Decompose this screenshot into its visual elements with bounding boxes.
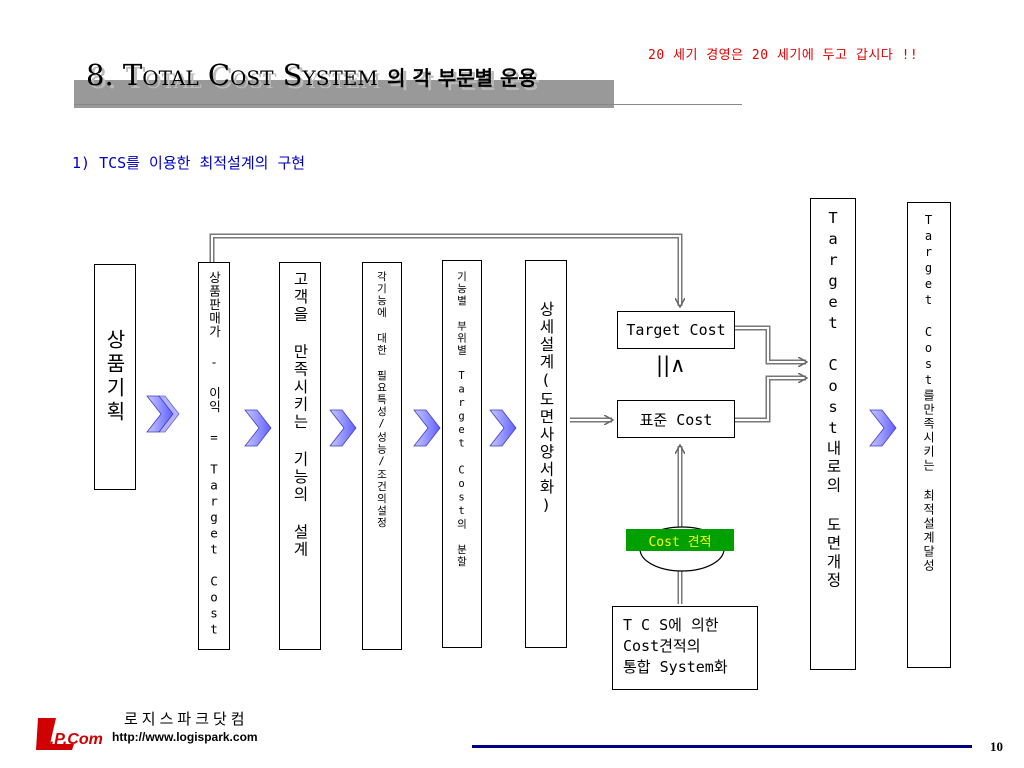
box-function-design-label: 고객을 만족시키는 기능의 설계 [291, 271, 309, 559]
title-suffix: 의 각 부문별 운용 [387, 66, 537, 90]
box-detailed-design: 상세설계(도면사양서화) [525, 260, 567, 648]
chevron-arrow-icon [869, 409, 897, 447]
chevron-arrow-icon [489, 409, 517, 447]
tagline: 20 세기 경영은 20 세기에 두고 갑시다 !! [648, 48, 919, 63]
chevron-arrow-icon [244, 409, 272, 447]
tcs-line-2: Cost견적의 [623, 637, 701, 655]
tcs-line-3: 통합 System화 [623, 658, 728, 676]
box-requirement-setting: 각기능에 대한 필요특성/성능/조건의설정 [362, 262, 402, 650]
title-bar [74, 80, 614, 108]
chevron-arrow-icon [413, 409, 441, 447]
logo-text: L.P.Com [40, 731, 103, 748]
company-url[interactable]: http://www.logispark.com [112, 730, 258, 744]
box-product-planning-label: 상품기획 [102, 329, 127, 425]
title-divider [74, 104, 742, 105]
company-logo: L.P.Com [34, 716, 124, 754]
page-number: 10 [990, 739, 1003, 754]
relation-symbol: ||∧ [656, 353, 686, 377]
title-main: 8. Total Cost System [86, 58, 378, 92]
box-detailed-design-label: 상세설계(도면사양서화) [537, 301, 555, 516]
target-cost-label: Target Cost [626, 321, 726, 339]
chevron-arrow-icon [146, 395, 180, 433]
box-tcs-system: T C S에 의한 Cost견적의 통합 System화 [612, 606, 758, 690]
box-target-cost-split-label: 기능별 부위별 Target Cost의 분할 [455, 271, 468, 568]
arrow-standard-to-box7 [735, 375, 806, 423]
chevron-arrow-icon [329, 409, 357, 447]
box-target-cost-definition: 상품판매가 - 이익 = Target Cost [198, 262, 230, 650]
box-requirement-setting-label: 각기능에 대한 필요특성/성능/조건의설정 [375, 271, 388, 529]
tcs-line-1: T C S에 의한 [623, 616, 719, 634]
company-name: 로지스파크닷컴 [124, 710, 249, 728]
box-standard-cost: 표준 Cost [617, 400, 735, 438]
box-target-cost-definition-label: 상품판매가 - 이익 = Target Cost [206, 271, 222, 638]
box-target-cost: Target Cost [617, 311, 735, 349]
box-target-cost-split: 기능별 부위별 Target Cost의 분할 [442, 260, 482, 648]
box-drawing-revision-label: Target Cost내로의 도면개정 [824, 209, 842, 591]
cost-estimate-badge: Cost 견적 [626, 529, 734, 551]
section-subtitle: 1) TCS를 이용한 최적설계의 구현 [72, 154, 306, 172]
arrow-target-to-box7 [735, 325, 806, 365]
box-product-planning: 상품기획 [94, 264, 136, 490]
footer-divider [472, 745, 972, 748]
page-title: 8. Total Cost System 의 각 부문별 운용 [86, 58, 537, 92]
box-function-design: 고객을 만족시키는 기능의 설계 [279, 262, 321, 650]
box-optimal-design-label: Target Cost를만족시키는 최적설계달성 [921, 213, 936, 573]
box-drawing-revision: Target Cost내로의 도면개정 [810, 198, 856, 670]
standard-cost-label: 표준 Cost [639, 410, 713, 429]
box-optimal-design: Target Cost를만족시키는 최적설계달성 [907, 202, 951, 668]
